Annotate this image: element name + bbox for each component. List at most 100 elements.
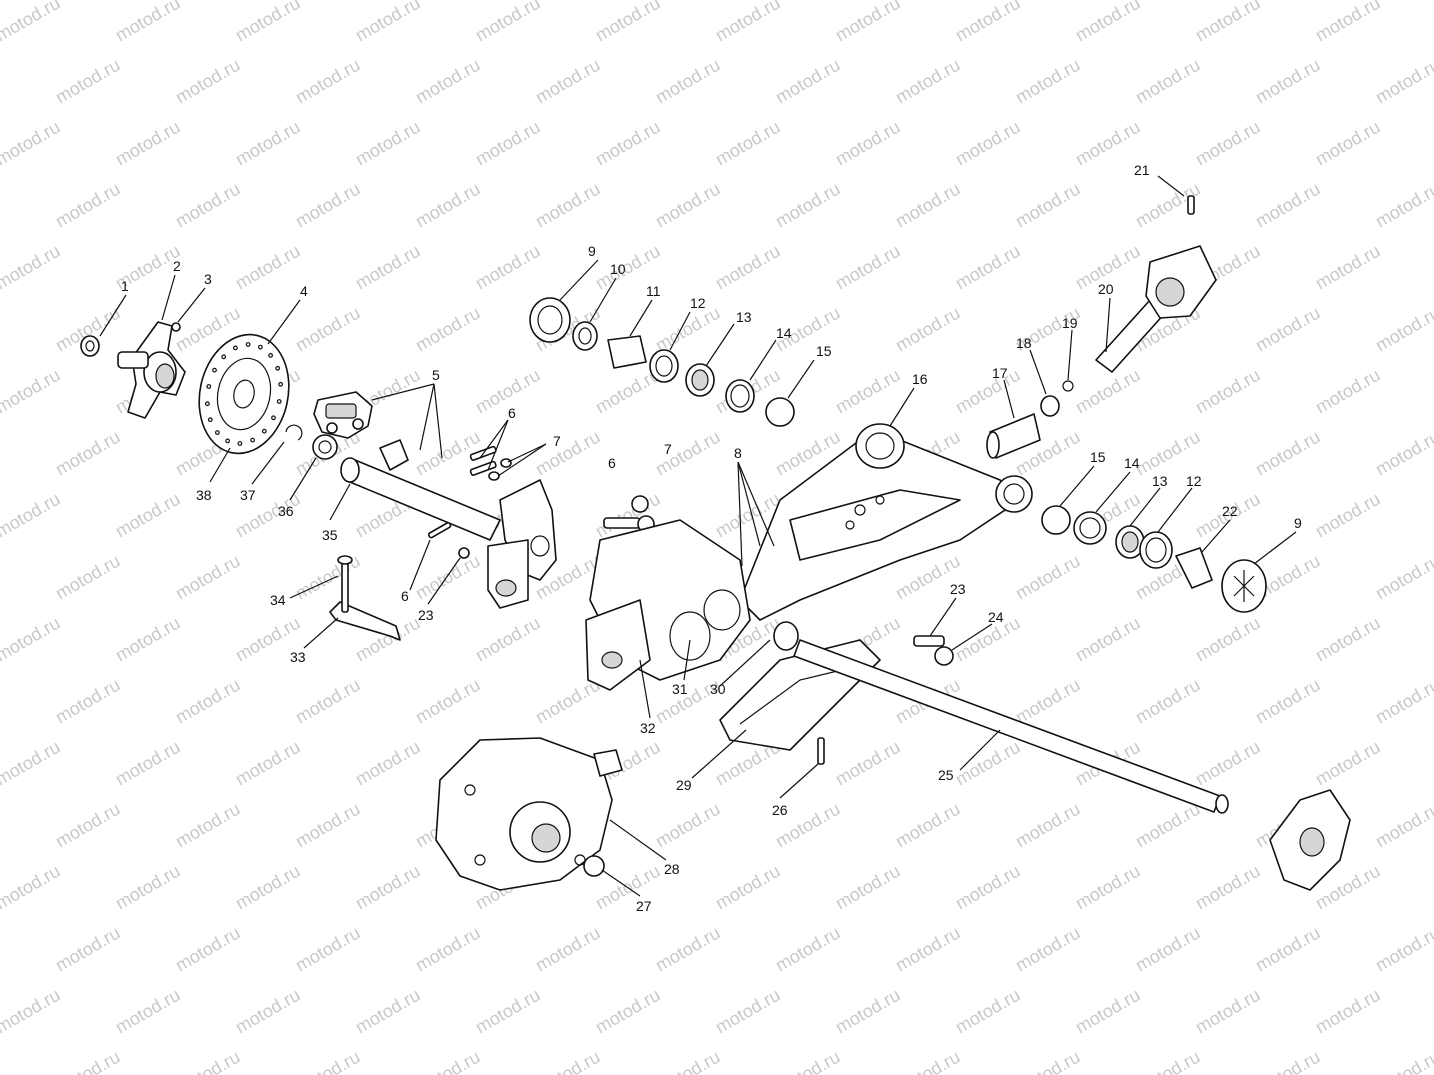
watermark-text: motod.ru bbox=[0, 117, 64, 170]
watermark-text: motod.ru bbox=[1372, 675, 1434, 728]
watermark-text: motod.ru bbox=[1132, 1047, 1204, 1075]
watermark-text: motod.ru bbox=[892, 303, 964, 356]
callout-6-mid: 6 bbox=[608, 455, 616, 471]
watermark-text: motod.ru bbox=[1012, 551, 1084, 604]
callout-18: 18 bbox=[1016, 335, 1032, 351]
watermark-text: motod.ru bbox=[832, 0, 904, 45]
brake-disc-hole bbox=[261, 428, 267, 434]
watermark-text: motod.ru bbox=[352, 117, 424, 170]
watermark-text: motod.ru bbox=[0, 861, 64, 914]
watermark-text: motod.ru bbox=[292, 675, 364, 728]
brake-disc-hole bbox=[268, 353, 274, 358]
callout-4: 4 bbox=[300, 283, 308, 299]
watermark-text: motod.ru bbox=[532, 55, 604, 108]
callout-9-top: 9 bbox=[588, 243, 596, 259]
callout-23-left: 23 bbox=[418, 607, 434, 623]
watermark-text: motod.ru bbox=[772, 55, 844, 108]
watermark-text: motod.ru bbox=[1012, 179, 1084, 232]
callout-29: 29 bbox=[676, 777, 692, 793]
watermark-text: motod.ru bbox=[892, 799, 964, 852]
watermark-text: motod.ru bbox=[1192, 737, 1264, 790]
watermark-text: motod.ru bbox=[952, 737, 1024, 790]
watermark-text: motod.ru bbox=[1312, 241, 1384, 294]
watermark-text: motod.ru bbox=[52, 1047, 124, 1075]
watermark-text: motod.ru bbox=[0, 303, 4, 356]
watermark-text: motod.ru bbox=[0, 551, 4, 604]
brake-disc-hole bbox=[278, 381, 284, 387]
watermark-text: motod.ru bbox=[832, 737, 904, 790]
watermark-text: motod.ru bbox=[352, 0, 424, 45]
callout-12-top: 12 bbox=[690, 295, 706, 311]
callout-17: 17 bbox=[992, 365, 1008, 381]
part-brake-caliper bbox=[313, 391, 373, 439]
watermark-text: motod.ru bbox=[832, 241, 904, 294]
watermark-text: motod.ru bbox=[772, 923, 844, 976]
brake-disc-hole bbox=[225, 438, 231, 444]
parts-layer bbox=[80, 195, 1351, 891]
watermark-text: motod.ru bbox=[832, 985, 904, 1038]
watermark-text: motod.ru bbox=[292, 303, 364, 356]
callout-28: 28 bbox=[664, 861, 680, 877]
callout-24: 24 bbox=[988, 609, 1004, 625]
watermark-text: motod.ru bbox=[0, 799, 4, 852]
watermark-text: motod.ru bbox=[1012, 55, 1084, 108]
watermark-text: motod.ru bbox=[952, 117, 1024, 170]
watermark-text: motod.ru bbox=[1372, 799, 1434, 852]
callout-15-right: 15 bbox=[1090, 449, 1106, 465]
brake-disc-hole bbox=[232, 345, 238, 351]
part-bolt-23 bbox=[913, 635, 945, 647]
brake-disc-hole bbox=[204, 401, 210, 407]
watermark-text: motod.ru bbox=[532, 179, 604, 232]
callout-16: 16 bbox=[912, 371, 928, 387]
callout-21: 21 bbox=[1134, 162, 1150, 178]
part-bearing-36-bore bbox=[318, 440, 332, 454]
watermark-text: motod.ru bbox=[1132, 799, 1204, 852]
watermark-text: motod.ru bbox=[652, 179, 724, 232]
watermark-text: motod.ru bbox=[232, 0, 304, 45]
watermark-text: motod.ru bbox=[1192, 365, 1264, 418]
watermark-text: motod.ru bbox=[52, 923, 124, 976]
watermark-text: motod.ru bbox=[592, 985, 664, 1038]
watermark-text: motod.ru bbox=[652, 303, 724, 356]
watermark-text: motod.ru bbox=[952, 365, 1024, 418]
watermark-text: motod.ru bbox=[112, 0, 184, 45]
watermark-text: motod.ru bbox=[1252, 1047, 1324, 1075]
callout-8: 8 bbox=[734, 445, 742, 461]
part-drive-coupler-20 bbox=[1095, 245, 1217, 373]
part-washer-7 bbox=[500, 458, 512, 468]
watermark-text: motod.ru bbox=[1132, 55, 1204, 108]
part-bolt-6c bbox=[427, 521, 452, 539]
watermark-text: motod.ru bbox=[892, 179, 964, 232]
watermark-text: motod.ru bbox=[1072, 0, 1144, 45]
watermark-text: motod.ru bbox=[832, 117, 904, 170]
watermark-text: motod.ru bbox=[292, 1047, 364, 1075]
part-washer-7b bbox=[488, 471, 500, 481]
callout-14-top: 14 bbox=[776, 325, 792, 341]
watermark-text: motod.ru bbox=[952, 0, 1024, 45]
watermark-text: motod.ru bbox=[1072, 117, 1144, 170]
part-bearing-36 bbox=[312, 434, 338, 460]
watermark-text: motod.ru bbox=[712, 985, 784, 1038]
watermark-text: motod.ru bbox=[112, 117, 184, 170]
watermark-text: motod.ru bbox=[1372, 55, 1434, 108]
watermark-text: motod.ru bbox=[472, 985, 544, 1038]
watermark-text: motod.ru bbox=[1252, 303, 1324, 356]
watermark-text: motod.ru bbox=[0, 365, 64, 418]
watermark-text: motod.ru bbox=[112, 613, 184, 666]
part-nut-23 bbox=[458, 547, 470, 559]
watermark-text: motod.ru bbox=[1072, 861, 1144, 914]
part-washer-18 bbox=[1040, 395, 1060, 417]
watermark-text: motod.ru bbox=[52, 55, 124, 108]
part-gearcase bbox=[435, 737, 623, 891]
watermark-text: motod.ru bbox=[0, 923, 4, 976]
watermark-text: motod.ru bbox=[172, 55, 244, 108]
part-bolt-26 bbox=[817, 737, 825, 765]
watermark-text: motod.ru bbox=[232, 861, 304, 914]
callout-15-top: 15 bbox=[816, 343, 832, 359]
watermark-text: motod.ru bbox=[472, 613, 544, 666]
watermark-text: motod.ru bbox=[1012, 1047, 1084, 1075]
watermark-text: motod.ru bbox=[292, 55, 364, 108]
watermark-text: motod.ru bbox=[772, 179, 844, 232]
watermark-text: motod.ru bbox=[652, 1047, 724, 1075]
watermark-text: motod.ru bbox=[772, 1047, 844, 1075]
